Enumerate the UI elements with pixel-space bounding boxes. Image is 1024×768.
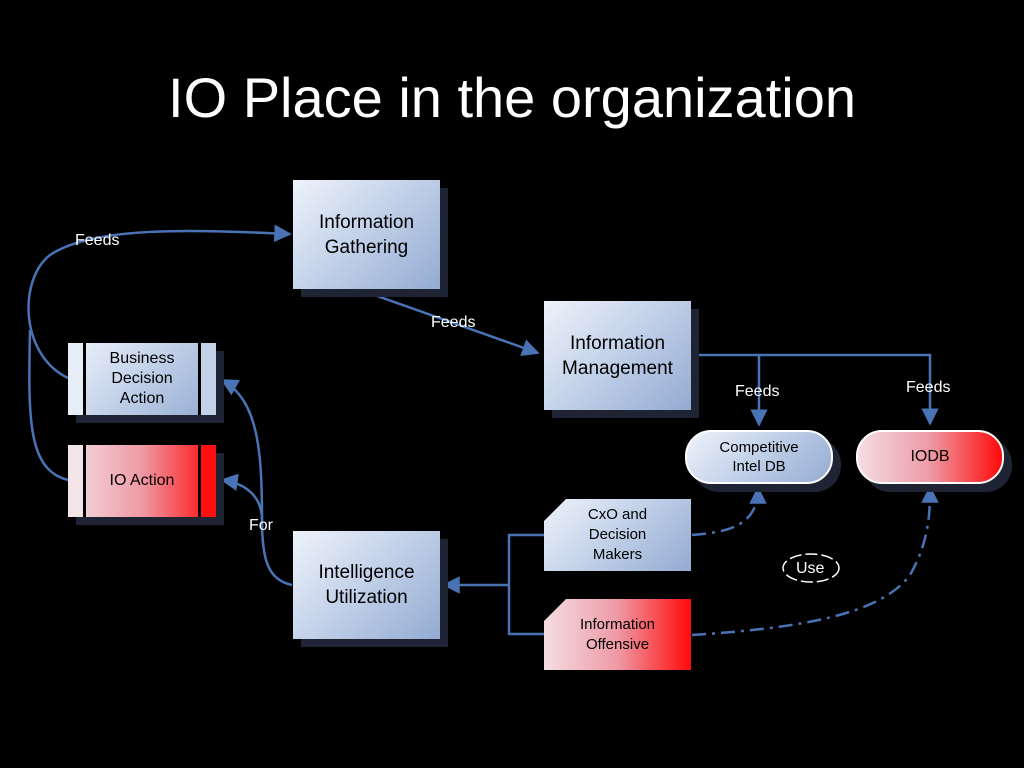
node-information-management-label: Information Management — [562, 332, 673, 379]
node-io-action: IO Action — [68, 445, 216, 517]
node-competitive-intel-db-label: Competitive Intel DB — [719, 439, 799, 475]
label-feeds-management-iodb: Feeds — [906, 379, 951, 396]
label-for: For — [249, 517, 273, 534]
node-information-gathering-label: Information Gathering — [318, 211, 415, 258]
edge-actions-to-gathering — [27, 224, 292, 380]
node-business-decision-action-label: Business Decision Action — [109, 350, 175, 407]
edge-ioaction-to-loop — [28, 329, 69, 482]
node-competitive-intel-db: Competitive Intel DB — [685, 430, 833, 484]
edge-cxo-offensive-to-utilization — [444, 533, 545, 636]
slide-title: IO Place in the organization — [168, 66, 856, 129]
edge-offensive-uses-iodb — [691, 485, 939, 637]
use-ellipse — [782, 553, 840, 583]
edge-management-to-iodb — [759, 353, 939, 426]
edge-cxo-uses-cidb — [691, 486, 767, 537]
node-information-management: Information Management — [544, 301, 691, 410]
node-cxo-decision-makers-label: CxO and Decision Makers — [587, 506, 648, 563]
label-feeds-management-cidb: Feeds — [735, 383, 780, 400]
node-information-gathering: Information Gathering — [293, 180, 440, 289]
label-use: Use — [796, 560, 825, 577]
node-iodb-label: IODB — [910, 448, 950, 465]
node-information-offensive: Information Offensive — [544, 599, 691, 670]
node-cxo-decision-makers: CxO and Decision Makers — [544, 499, 691, 571]
node-iodb: IODB — [856, 430, 1004, 484]
node-information-offensive-label: Information Offensive — [579, 615, 656, 653]
edge-utilization-to-ioaction — [220, 473, 264, 521]
node-business-decision-action: Business Decision Action — [68, 343, 216, 415]
label-feeds-gathering-management: Feeds — [431, 314, 476, 331]
edge-gathering-to-management — [365, 290, 540, 356]
node-intelligence-utilization-label: Intelligence Utilization — [318, 562, 415, 608]
label-feeds-top-left: Feeds — [75, 232, 120, 249]
node-io-action-label: IO Action — [109, 472, 175, 489]
node-intelligence-utilization: Intelligence Utilization — [293, 531, 440, 639]
